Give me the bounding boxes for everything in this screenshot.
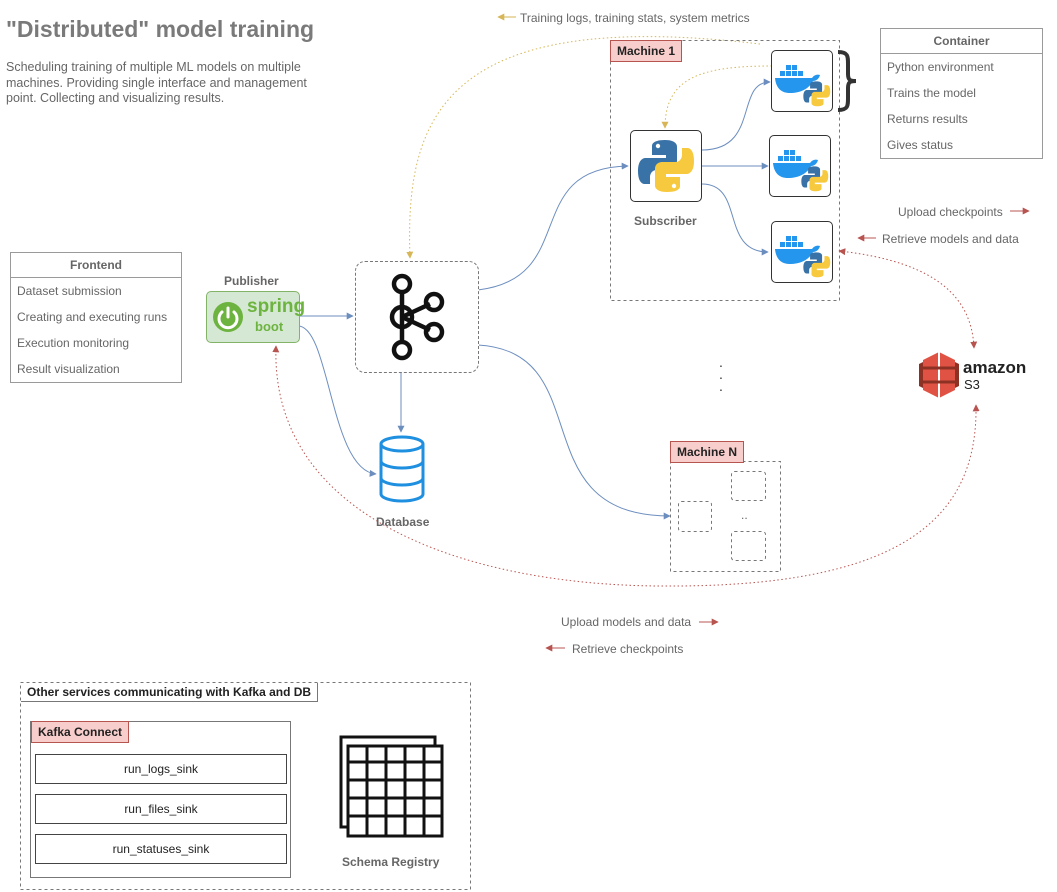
kafka-node (355, 261, 479, 373)
subscriber-node (630, 130, 702, 202)
schema-registry-label: Schema Registry (342, 855, 440, 869)
upload-models-label: Upload models and data (561, 615, 692, 629)
other-services-frame (20, 682, 471, 890)
machineN-ellipsis: .. (741, 508, 748, 522)
database-icon (378, 434, 426, 509)
page-description: Scheduling training of multiple ML model… (6, 60, 307, 105)
subscriber-label: Subscriber (634, 214, 697, 228)
sink-row: run_statuses_sink (35, 834, 287, 864)
edge-container-s3 (838, 248, 978, 349)
spring-boot-logo-icon (213, 302, 243, 332)
machine1-tag: Machine 1 (610, 40, 683, 62)
frontend-header: Frontend (11, 253, 181, 278)
container-item: Trains the model (887, 86, 976, 100)
frontend-item: Creating and executing runs (17, 310, 168, 324)
frontend-item: Execution monitoring (17, 336, 130, 350)
spring-boot-node: spring boot (206, 291, 305, 343)
container-item: Gives status (887, 138, 954, 152)
amazon-s3-logo-icon (919, 352, 959, 398)
training-logs-label: Training logs, training stats, system me… (520, 11, 750, 25)
other-services-tag: Other services communicating with Kafka … (21, 683, 319, 702)
container-tile (771, 221, 833, 283)
amazon-s3-node: amazon S3 (917, 350, 1037, 400)
amazon-word: amazon (963, 358, 1027, 377)
page-title: "Distributed" model training (6, 16, 315, 42)
kafka-connect-tag: Kafka Connect (31, 721, 130, 743)
database-label: Database (376, 515, 430, 529)
container-brace-icon (837, 50, 857, 112)
schema-registry-icon (338, 734, 446, 847)
s3-word: S3 (964, 377, 980, 392)
edge-container-subscriber-logs (661, 65, 773, 129)
kafka-logo-icon (389, 273, 445, 361)
retrieve-checkpoints-label: Retrieve checkpoints (572, 642, 684, 656)
upload-checkpoints-label: Upload checkpoints (898, 205, 1003, 219)
docker-python-icon (775, 236, 831, 278)
frontend-box: Frontend Dataset submission Creating and… (10, 252, 182, 383)
edge-subscriber-container3 (701, 183, 769, 256)
sink-row: run_files_sink (35, 794, 287, 824)
container-tile (769, 135, 831, 197)
container-item: Returns results (887, 112, 968, 126)
machines-ellipsis: . . . (719, 354, 723, 394)
spring-word: spring (247, 296, 306, 317)
frontend-item: Dataset submission (17, 284, 122, 298)
boot-word: boot (255, 319, 284, 334)
machine1-frame (610, 40, 840, 301)
retrieve-models-label: Retrieve models and data (882, 232, 1019, 246)
edge-kafka-machineN (477, 344, 671, 520)
container-box: Container Python environment Trains the … (880, 28, 1043, 159)
edge-kafka-subscriber (477, 162, 629, 291)
machineN-frame (670, 461, 781, 572)
container-header: Container (881, 29, 1042, 54)
machineN-tag: Machine N (670, 441, 745, 463)
machineN-slot (731, 531, 766, 561)
machineN-slot (678, 501, 712, 532)
container-item: Python environment (887, 60, 994, 74)
edge-logs-kafka (406, 36, 761, 259)
sink-row: run_logs_sink (35, 754, 287, 784)
python-logo-icon (638, 140, 694, 192)
frontend-item: Result visualization (17, 362, 120, 376)
publisher-label: Publisher (224, 274, 279, 288)
container-tile (771, 50, 833, 112)
edge-subscriber-container1 (701, 78, 771, 151)
edge-publisher-s3 (272, 345, 980, 587)
docker-python-icon (775, 65, 831, 107)
machineN-slot (731, 471, 766, 501)
kafka-connect-frame (30, 721, 291, 878)
docker-python-icon (773, 150, 829, 192)
